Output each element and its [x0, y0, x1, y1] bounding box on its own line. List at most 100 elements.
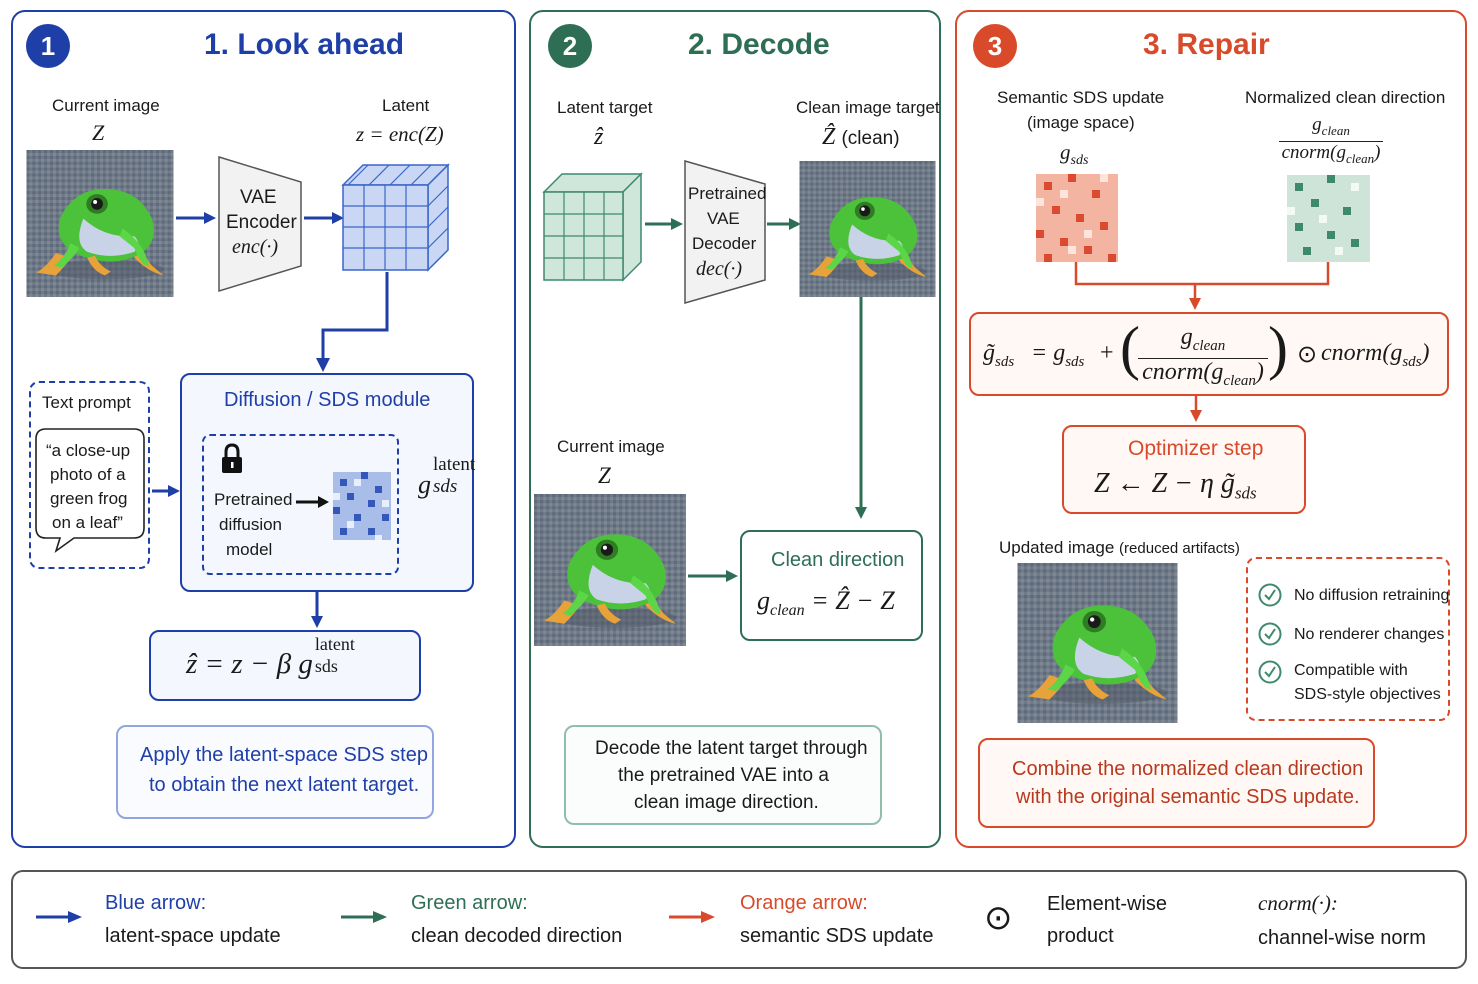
panel1-caption-line1: Apply the latent-space SDS step — [140, 744, 428, 766]
formula-lhs: g̃ — [983, 340, 995, 366]
panel2-title: 2. Decode — [688, 28, 830, 61]
panel-decode — [529, 10, 941, 848]
current-image-label-2: Current image — [557, 437, 665, 456]
g-sup: latent — [433, 454, 476, 475]
clean-target-label: Clean image target — [796, 98, 940, 117]
legend-orange-desc: semantic SDS update — [740, 925, 934, 947]
normalized-clean-heatmap — [1287, 175, 1370, 262]
black-arrow-to-latent-grad — [296, 496, 329, 508]
panel3-title: 3. Repair — [1143, 28, 1270, 61]
formula-den-sub: clean — [1223, 372, 1256, 389]
check-icon-1 — [1258, 583, 1282, 607]
panel-repair — [955, 10, 1467, 848]
g-sub: sds — [433, 476, 458, 497]
updated-label-text: Updated image — [999, 538, 1115, 557]
prompt-line-4: on a leaf” — [52, 513, 123, 532]
benefit-2: No renderer changes — [1294, 626, 1445, 643]
semantic-sds-heatmap — [1036, 174, 1118, 262]
panel3-caption-line1: Combine the normalized clean direction — [1012, 758, 1364, 780]
blue-arrow-to-update — [311, 592, 323, 628]
panel3-caption-line2: with the original semantic SDS update. — [1016, 786, 1360, 808]
norm-den: cnorm(g — [1281, 141, 1346, 163]
decoder-line4: dec(·) — [696, 258, 743, 280]
panel2-caption-box — [564, 725, 882, 825]
formula-mid: = g — [1031, 340, 1066, 366]
legend-green-title: Green arrow: — [411, 892, 528, 914]
pretrained-line1: Pretrained — [214, 490, 293, 509]
green-arrow-to-decoder — [645, 218, 683, 230]
frog-image-current-2 — [534, 494, 686, 646]
update-sub: sds — [314, 656, 338, 676]
clean-target-suffix: (clean) — [841, 128, 900, 149]
text-prompt-label: Text prompt — [42, 393, 131, 412]
panel-look-ahead — [11, 10, 516, 848]
g-sds-symbol: g — [1060, 140, 1071, 164]
semantic-label-line2: (image space) — [1027, 113, 1135, 132]
legend-cnorm-desc: channel-wise norm — [1258, 927, 1426, 949]
formula-lhs-sub: sds — [995, 353, 1015, 370]
blue-arrow-to-latent — [304, 212, 344, 224]
step-badge-1: 1 — [26, 24, 70, 68]
formula-tail-sub: sds — [1402, 353, 1422, 370]
speech-bubble-shape — [35, 428, 145, 554]
green-arrow-current-to-direction — [688, 570, 738, 582]
prompt-line-1: “a close-up — [46, 441, 131, 460]
legend-bar — [11, 870, 1467, 969]
latent-grad-heatmap — [333, 472, 391, 540]
orange-arrow-to-optimizer — [1190, 396, 1202, 422]
updated-image-label: Updated image (reduced artifacts) — [999, 538, 1240, 558]
latent-target-cube-icon — [542, 172, 643, 282]
lock-icon — [222, 443, 242, 473]
panel2-caption-line1: Decode the latent target through — [595, 738, 868, 759]
prompt-line-3: green frog — [50, 489, 128, 508]
benefit-3-line2: SDS-style objectives — [1294, 686, 1441, 703]
legend-blue-arrow — [36, 911, 82, 923]
current-image-var: Z — [92, 120, 105, 145]
check-icon-3 — [1258, 660, 1282, 684]
latent-label: Latent — [382, 96, 430, 115]
decoder-line1: Pretrained — [688, 184, 767, 203]
step-badge-3: 3 — [973, 24, 1017, 68]
decoder-line3: Decoder — [692, 234, 757, 253]
formula-plus: + — [1100, 340, 1114, 366]
vae-encoder-shape — [218, 155, 302, 293]
pretrained-diffusion-box — [202, 434, 399, 575]
formula-left-paren: ( — [1120, 315, 1140, 381]
formula-right-paren: ) — [1268, 315, 1288, 381]
benefit-3-line1: Compatible with — [1294, 662, 1408, 679]
current-image-var-2: Z — [598, 463, 611, 488]
legend-blue-title: Blue arrow: — [105, 892, 207, 914]
panel1-title: 1. Look ahead — [204, 28, 405, 61]
orange-arrows-to-formula — [1074, 262, 1330, 310]
legend-orange-title: Orange arrow: — [740, 892, 868, 914]
g-symbol: g — [418, 470, 431, 499]
g-sds-label: gsds — [1060, 140, 1088, 169]
pretrained-line3: model — [226, 540, 273, 559]
panel1-caption-line2: to obtain the next latent target. — [149, 774, 420, 796]
benefits-box — [1246, 557, 1450, 721]
vae-encoder-line1: VAE — [240, 187, 277, 208]
repair-formula-box — [969, 312, 1449, 396]
vae-decoder-shape — [684, 160, 766, 304]
formula-num: g — [1180, 324, 1193, 350]
text-prompt-box — [29, 381, 150, 569]
latent-target-var: ẑ — [594, 124, 604, 150]
clean-eq-rest: = Ẑ − Z — [811, 586, 895, 615]
legend-odot-title: Element-wise — [1047, 893, 1168, 915]
blue-arrow-to-encoder — [176, 212, 216, 224]
diffusion-module-title: Diffusion / SDS module — [224, 389, 431, 411]
updated-note: (reduced artifacts) — [1119, 540, 1240, 557]
panel1-caption-box — [116, 725, 434, 819]
legend-orange-arrow — [669, 911, 715, 923]
update-sup: latent — [314, 634, 355, 654]
legend-odot-icon: ⊙ — [984, 899, 1013, 937]
panel3-caption-box — [978, 738, 1375, 828]
norm-den-sub: clean — [1345, 150, 1375, 166]
clean-eq-g: g — [757, 586, 770, 615]
formula-tail: cnorm(g — [1321, 340, 1403, 366]
latent-update-box — [149, 630, 421, 701]
diffusion-sds-module — [180, 373, 474, 592]
clean-target-var: Ẑ (clean) — [822, 124, 900, 151]
